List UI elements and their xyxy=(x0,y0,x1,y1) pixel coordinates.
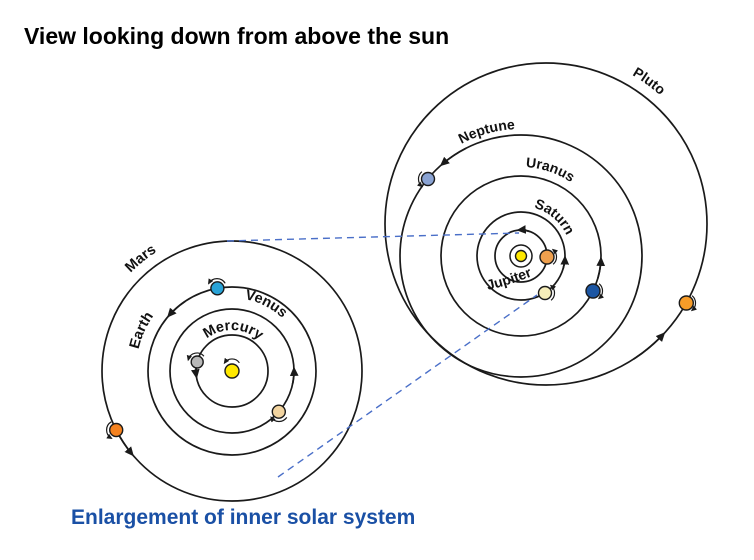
enlargement-connector-bottom xyxy=(277,294,538,478)
neptune-rotation-arrow xyxy=(416,171,424,188)
inner-solar-system-bodies xyxy=(106,278,288,439)
earth-orbit xyxy=(147,286,317,456)
pluto-orbit-label: Pluto xyxy=(630,64,668,98)
venus-rotation-arrow-retrograde xyxy=(270,416,288,423)
outer-solar-system-bodies xyxy=(416,171,698,312)
jupiter-rotation-arrow xyxy=(551,248,559,265)
neptune-orbit xyxy=(399,134,643,378)
uranus-orbit xyxy=(440,175,602,337)
mars-orbit-label: Mars xyxy=(122,242,159,276)
planet-mercury xyxy=(190,355,204,369)
pluto-rotation-arrow-retrograde xyxy=(690,295,698,312)
saturn-orbit-direction-arrow xyxy=(560,255,570,270)
pluto-orbit-direction-arrow xyxy=(633,332,666,360)
enlargement-connector-top xyxy=(226,232,520,242)
mercury-orbit-label: Mercury xyxy=(201,318,267,343)
uranus-orbit-label: Uranus xyxy=(525,154,578,185)
inner-system-boundary-ring xyxy=(509,244,533,268)
jupiter-orbit-direction-arrow xyxy=(516,225,531,234)
planet-uranus xyxy=(585,283,601,299)
planet-earth xyxy=(210,281,225,296)
sun xyxy=(224,363,240,379)
planet-saturn xyxy=(537,285,553,301)
sun-outer xyxy=(514,249,528,263)
planet-venus xyxy=(271,404,286,419)
mars-rotation-arrow xyxy=(106,421,113,439)
planet-mars xyxy=(108,422,124,438)
page-title: View looking down from above the sun xyxy=(24,23,449,49)
planet-pluto xyxy=(678,295,694,311)
earth-rotation-arrow xyxy=(208,278,226,285)
mercury-rotation-arrow xyxy=(186,352,205,362)
outer-solar-system-diagram xyxy=(384,62,708,386)
neptune-orbit-direction-arrow xyxy=(439,147,467,167)
sun-rotation-arrow xyxy=(223,357,240,365)
saturn-rotation-arrow xyxy=(549,284,557,301)
jupiter-orbit-label: Jupiter xyxy=(485,264,534,293)
neptune-orbit-label: Neptune xyxy=(456,116,516,146)
venus-orbit-direction-arrow xyxy=(289,366,299,385)
enlargement-connectors xyxy=(226,232,538,478)
earth-orbit-direction-arrow xyxy=(167,300,186,318)
planet-jupiter xyxy=(539,249,555,265)
uranus-rotation-arrow-retrograde xyxy=(597,283,605,300)
orbit-labels: Mercury Venus Earth Mars Jupiter Saturn … xyxy=(122,64,669,351)
uranus-orbit-direction-arrow xyxy=(596,256,606,279)
planet-neptune xyxy=(420,171,436,187)
caption: Enlargement of inner solar system xyxy=(71,506,415,529)
pluto-orbit xyxy=(384,62,708,386)
